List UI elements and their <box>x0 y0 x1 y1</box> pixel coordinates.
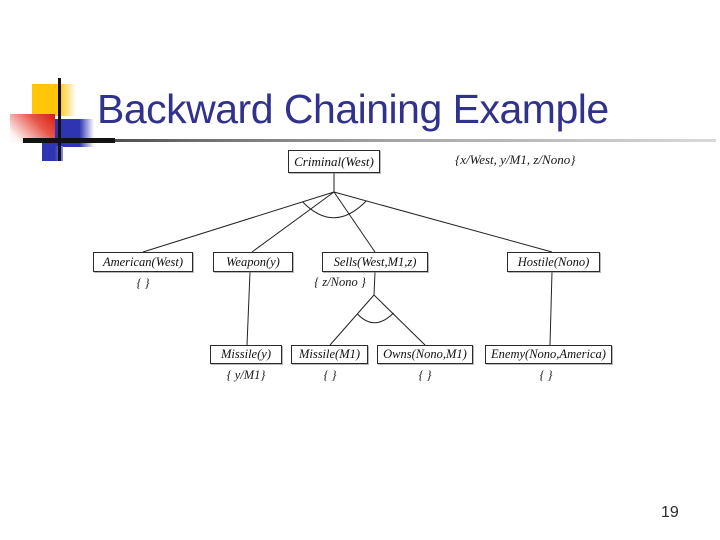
node-label: Owns(Nono,M1) <box>383 347 467 361</box>
substitution-missile-y: { y/M1} <box>226 368 266 382</box>
node-hostile-nono: Hostile(Nono) <box>507 252 600 272</box>
node-label: American(West) <box>102 254 184 269</box>
title-underline-rule <box>24 139 716 142</box>
node-owns-nono-m1: Owns(Nono,M1) <box>377 345 473 364</box>
node-enemy-nono-america: Enemy(Nono,America) <box>485 345 612 364</box>
node-missile-y: Missile(y) <box>210 345 282 364</box>
decor-cross-vertical-line <box>58 78 61 161</box>
root-substitution: {x/West, y/M1, z/Nono} <box>455 152 576 167</box>
substitution-owns: { } <box>418 368 432 382</box>
node-criminal-west: Criminal(West) <box>288 150 380 173</box>
node-sells-west-m1-z: Sells(West,M1,z) <box>322 252 428 272</box>
node-label: Criminal(West) <box>294 153 374 169</box>
node-label: Enemy(Nono,America) <box>491 347 606 361</box>
decor-yellow-square <box>32 84 78 116</box>
substitution-missile-m1: { } <box>323 368 337 382</box>
substitution-american: { } <box>136 276 150 290</box>
decor-cross-horizontal-line <box>23 138 115 143</box>
slide-title: Backward Chaining Example <box>97 86 609 132</box>
node-label: Hostile(Nono) <box>517 254 590 269</box>
node-label: Sells(West,M1,z) <box>333 254 417 269</box>
node-label: Weapon(y) <box>226 254 280 269</box>
node-american-west: American(West) <box>93 252 193 272</box>
node-weapon-y: Weapon(y) <box>213 252 293 272</box>
page-number: 19 <box>661 504 679 521</box>
node-label: Missile(M1) <box>298 347 361 361</box>
decor-blue-square-small <box>42 146 63 161</box>
node-label: Missile(y) <box>221 347 271 361</box>
substitution-enemy: { } <box>539 368 553 382</box>
substitution-sells: { z/Nono } <box>314 275 366 289</box>
node-missile-m1: Missile(M1) <box>291 345 368 364</box>
